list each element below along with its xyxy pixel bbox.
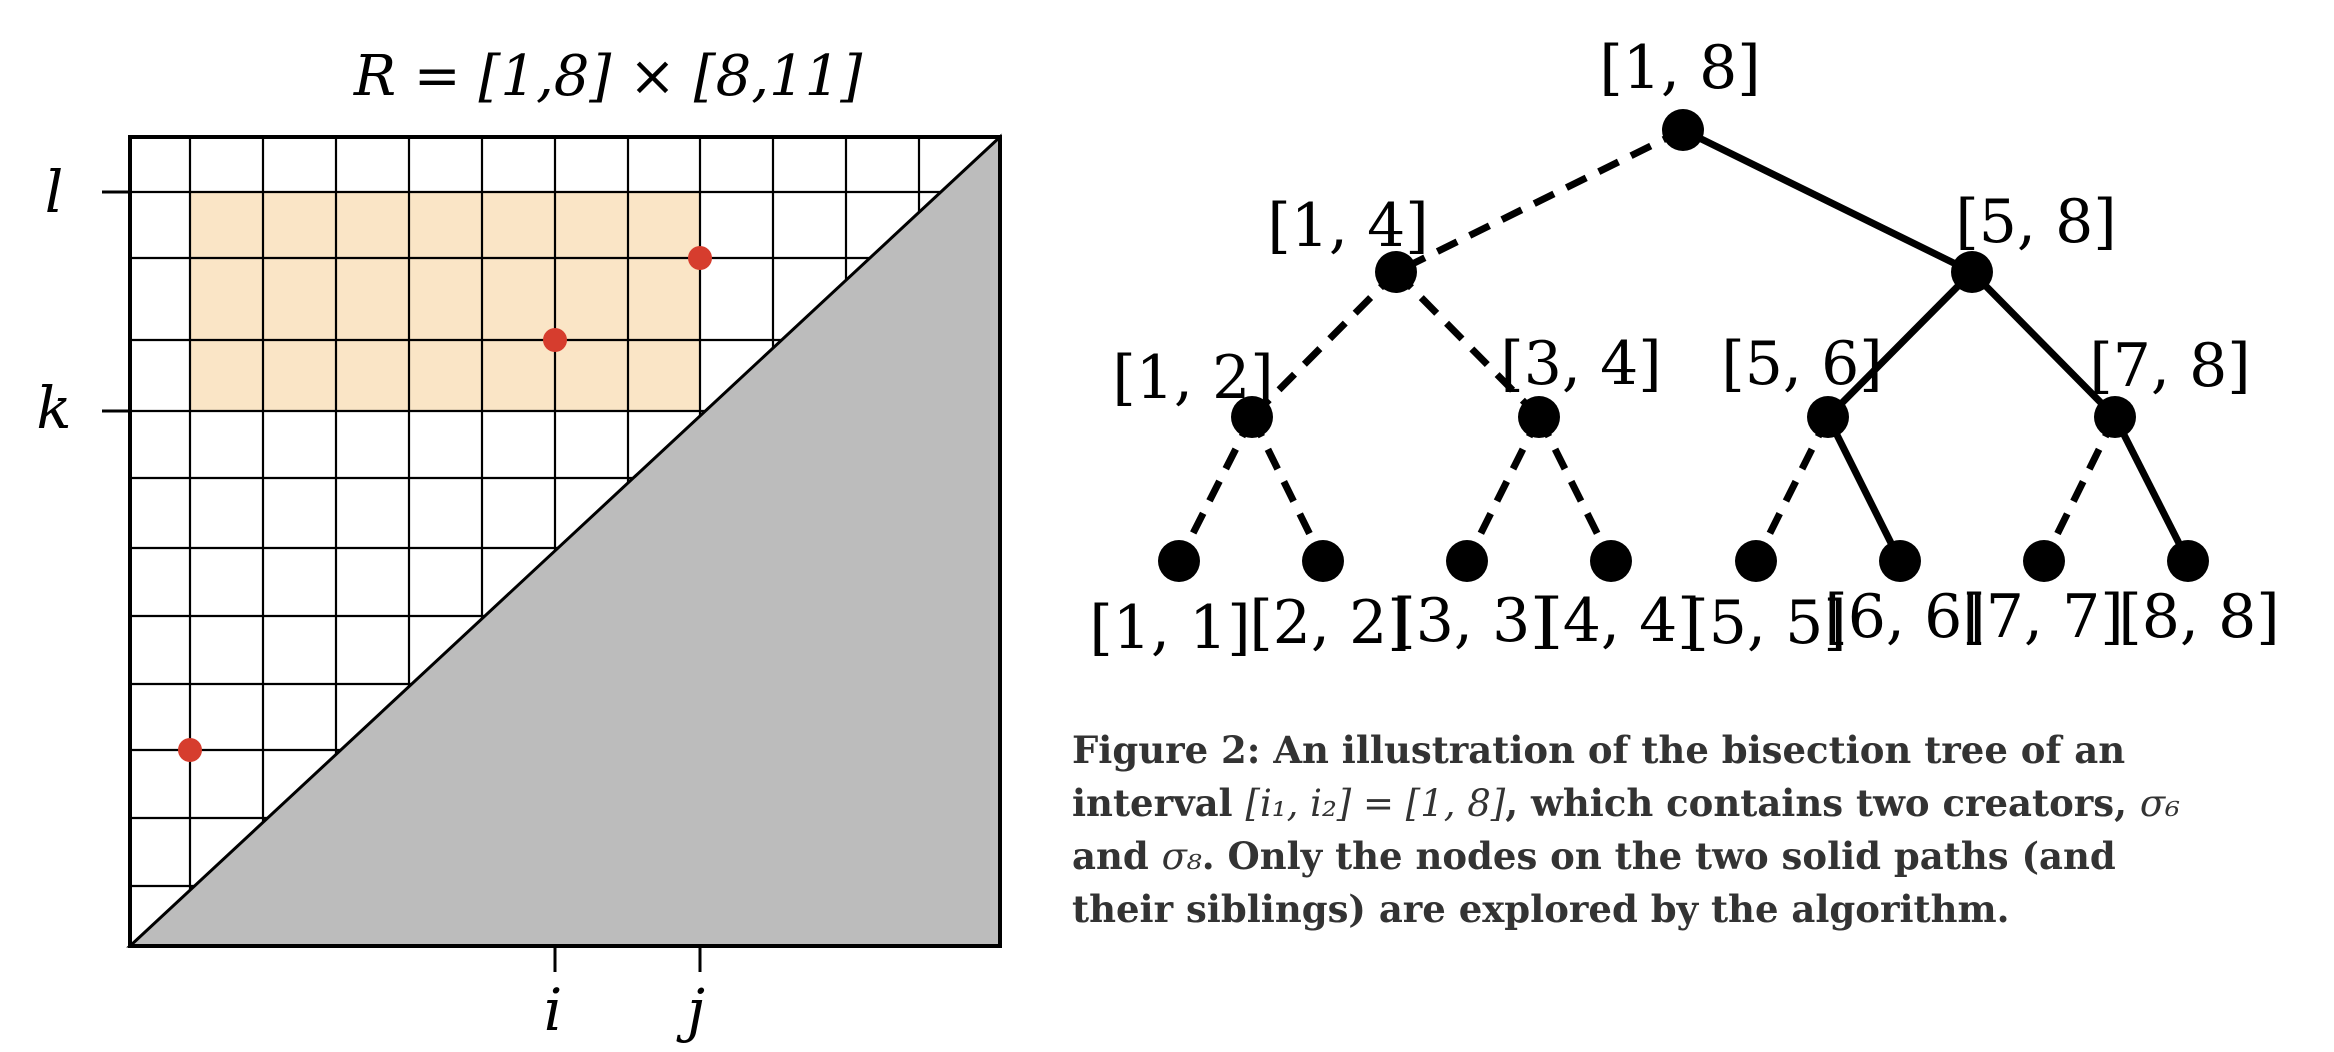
caption-text-3b: . Only the nodes on the two solid paths … (1201, 834, 2116, 878)
tree-edge-dashed (1463, 415, 1543, 563)
tree-node (1375, 251, 1417, 293)
node-label-4-4: [4, 4] (1539, 586, 1700, 656)
tree-node (1879, 540, 1921, 582)
node-label-5-6: [5, 6] (1721, 329, 1882, 399)
red-point (688, 246, 712, 270)
tree-edge-solid (1969, 269, 2118, 420)
node-label-3-3: [3, 3] (1392, 586, 1553, 656)
axis-label-i: i (544, 976, 563, 1044)
caption-text-4: their siblings) are explored by the algo… (1072, 887, 2010, 931)
highlight-region (190, 192, 700, 411)
tree-node (1951, 251, 1993, 293)
tree-edge-dashed (1752, 415, 1832, 563)
caption-text-2b: , which contains two creators, (1505, 781, 2127, 825)
tree-node (1158, 540, 1200, 582)
node-label-5-5: [5, 5] (1685, 588, 1846, 658)
node-label-3-4: [3, 4] (1500, 329, 1661, 399)
caption-line-4: their siblings) are explored by the algo… (1072, 883, 2322, 936)
node-label-8-8: [8, 8] (2118, 582, 2279, 652)
tree-node (1446, 540, 1488, 582)
axis-label-j: j (676, 976, 705, 1044)
caption-line-3: and σ₈. Only the nodes on the two solid … (1072, 830, 2322, 883)
caption-math-sigma8: σ₈ (1161, 835, 1202, 878)
tree-edge-solid (1825, 269, 1975, 420)
caption-text-1: An illustration of the bisection tree of… (1273, 728, 2126, 772)
tree-node (1302, 540, 1344, 582)
caption-text-3a: and (1072, 834, 1149, 878)
tree-node (1231, 396, 1273, 438)
tree-node (1518, 396, 1560, 438)
axis-label-l: l (45, 158, 64, 226)
node-label-2-2: [2, 2] (1249, 588, 1410, 658)
axis-label-k: k (36, 374, 71, 442)
tree-edge-dashed (1535, 415, 1615, 563)
tree-node (1590, 540, 1632, 582)
tree-edge-dashed (1394, 126, 1685, 276)
tree-node (2167, 540, 2209, 582)
tree-node (2094, 396, 2136, 438)
tree-edge-solid (2111, 415, 2192, 563)
caption-math-sigma6: σ₆ (2139, 782, 2180, 825)
caption-text-2a: interval (1072, 781, 1233, 825)
tree-node (1662, 109, 1704, 151)
caption-line-2: interval [i₁, i₂] = [1, 8], which contai… (1072, 777, 2322, 830)
node-label-1-8: [1, 8] (1599, 33, 1760, 103)
grid-frame (128, 135, 1002, 948)
tree-nodes (1158, 109, 2209, 582)
tree-edge-dashed (1248, 415, 1327, 563)
node-label-1-2: [1, 2] (1112, 343, 1273, 413)
grid-figure: R = [1,8] × [8,11] l k i j (36, 44, 1002, 1044)
red-point (178, 738, 202, 762)
tree-edges (1175, 126, 2192, 563)
node-label-1-1: [1, 1] (1089, 593, 1250, 663)
tree-node (2023, 540, 2065, 582)
figure-caption: Figure 2: An illustration of the bisecti… (1072, 724, 2322, 936)
node-label-1-4: [1, 4] (1267, 191, 1428, 261)
tree-edge-dashed (2040, 415, 2119, 563)
tree-node (1735, 540, 1777, 582)
caption-math-interval: [i₁, i₂] = [1, 8] (1245, 782, 1506, 825)
node-label-5-8: [5, 8] (1955, 187, 2116, 257)
tree-edge-solid (1681, 126, 1974, 276)
node-label-6-6: [6, 6] (1824, 582, 1985, 652)
node-label-7-8: [7, 8] (2089, 331, 2250, 401)
bisection-tree: [1, 8] [1, 4] [5, 8] [1, 2] [3, 4] [5, 6… (1089, 33, 2279, 663)
node-label-7-7: [7, 7] (1962, 582, 2123, 652)
caption-label: Figure 2: (1072, 728, 1261, 772)
red-point (543, 328, 567, 352)
tree-edge-solid (1824, 415, 1904, 563)
tree-edge-dashed (1175, 415, 1256, 563)
grid-figure-title: R = [1,8] × [8,11] (353, 44, 863, 109)
caption-line-1: Figure 2: An illustration of the bisecti… (1072, 724, 2322, 777)
tree-node (1807, 396, 1849, 438)
